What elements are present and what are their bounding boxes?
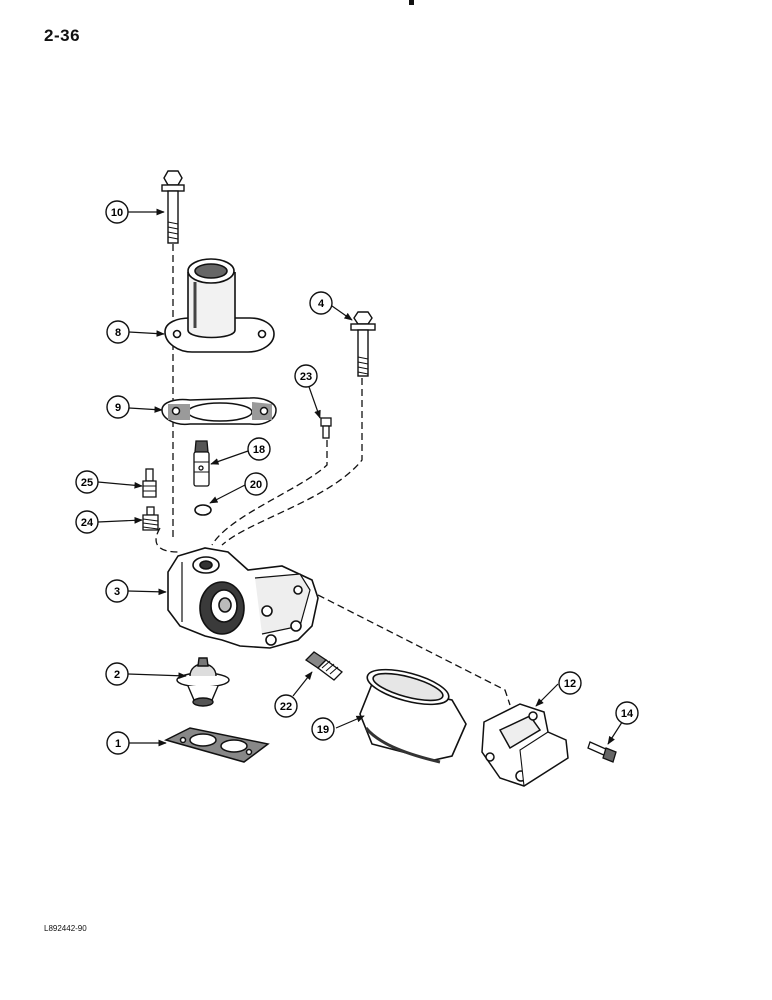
callout-3: 3 [105, 579, 129, 603]
part-18-sensor [193, 440, 210, 487]
callout-19: 19 [311, 717, 335, 741]
svg-text:3: 3 [114, 586, 120, 598]
callout-24: 24 [75, 510, 99, 534]
svg-text:4: 4 [318, 298, 325, 310]
part-19-filter [359, 668, 467, 764]
svg-text:22: 22 [280, 701, 292, 713]
callout-14: 14 [615, 701, 639, 725]
callout-23: 23 [294, 364, 318, 388]
callout-12: 12 [558, 671, 582, 695]
part-22-fitting [304, 651, 343, 681]
callout-18: 18 [247, 437, 271, 461]
callout-25: 25 [75, 470, 99, 494]
part-24-sender [142, 506, 159, 531]
callout-22: 22 [274, 694, 298, 718]
part-25-fitting [142, 468, 157, 498]
leader-arrows [97, 208, 627, 747]
part-1-gasket [163, 727, 270, 763]
part-23-plug [320, 417, 332, 439]
callout-1: 1 [106, 731, 130, 755]
svg-text:12: 12 [564, 678, 576, 690]
part-8-outlet-pipe [164, 258, 275, 353]
top-edge-mark [409, 0, 414, 5]
assembly-dashed-lines [155, 244, 511, 706]
callout-2: 2 [105, 662, 129, 686]
callout-9: 9 [106, 395, 130, 419]
svg-text:2: 2 [114, 669, 120, 681]
callout-10: 10 [105, 200, 129, 224]
svg-text:25: 25 [81, 477, 93, 489]
drawing-code: L892442-90 [44, 924, 87, 933]
part-2-thermostat [176, 657, 230, 707]
svg-text:20: 20 [250, 479, 262, 491]
svg-text:9: 9 [115, 402, 121, 414]
svg-text:14: 14 [621, 708, 634, 720]
svg-text:24: 24 [81, 517, 94, 529]
svg-text:1: 1 [115, 738, 121, 750]
part-4-bolt [350, 311, 376, 377]
part-9-gasket [161, 397, 277, 426]
svg-text:18: 18 [253, 444, 265, 456]
callout-8: 8 [106, 320, 130, 344]
part-3-thermostat-housing [167, 547, 319, 649]
svg-text:23: 23 [300, 371, 312, 383]
part-10-bolt [161, 170, 185, 244]
part-14-bolt [587, 741, 617, 763]
svg-text:10: 10 [111, 207, 123, 219]
part-20-o-ring [194, 504, 212, 516]
svg-text:19: 19 [317, 724, 329, 736]
callout-4: 4 [309, 291, 333, 315]
part-12-bracket [481, 703, 569, 787]
callout-20: 20 [244, 472, 268, 496]
svg-text:8: 8 [115, 327, 121, 339]
page-number: 2-36 [44, 26, 81, 45]
